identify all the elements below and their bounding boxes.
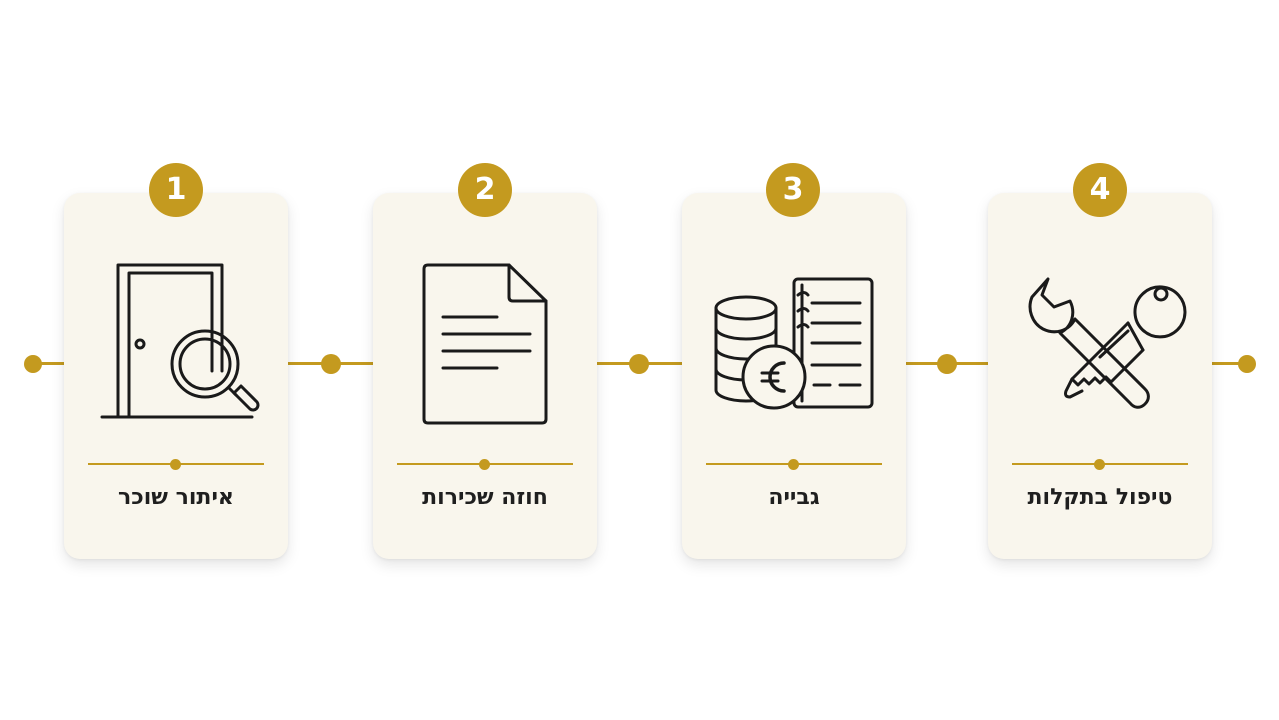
card-divider-dot xyxy=(1094,459,1105,470)
timeline-dot xyxy=(1238,355,1256,373)
step-number-badge: 4 xyxy=(1073,163,1127,217)
wrench-key-icon xyxy=(1000,251,1200,431)
step-label: איתור שוכר xyxy=(118,485,234,510)
timeline-dot xyxy=(24,355,42,373)
step-label: חוזה שכירות xyxy=(422,485,548,510)
card-divider-dot xyxy=(788,459,799,470)
step-label: גבייה xyxy=(768,485,820,510)
timeline-dot xyxy=(937,354,957,374)
step-number-badge: 2 xyxy=(458,163,512,217)
step-number-badge: 3 xyxy=(766,163,820,217)
coins-euro-ledger-icon xyxy=(694,251,894,431)
step-card-3: גבייה xyxy=(682,193,906,559)
step-card-1: איתור שוכר xyxy=(64,193,288,559)
timeline-dot xyxy=(629,354,649,374)
step-card-2: חוזה שכירות xyxy=(373,193,597,559)
timeline-dot xyxy=(321,354,341,374)
door-magnifier-icon xyxy=(76,251,276,431)
timeline-connector xyxy=(1212,362,1248,365)
card-divider-dot xyxy=(170,459,181,470)
step-card-4: טיפול בתקלות xyxy=(988,193,1212,559)
timeline-connector xyxy=(34,362,64,365)
card-divider-dot xyxy=(479,459,490,470)
step-number-badge: 1 xyxy=(149,163,203,217)
document-icon xyxy=(385,251,585,431)
step-label: טיפול בתקלות xyxy=(1027,485,1173,510)
